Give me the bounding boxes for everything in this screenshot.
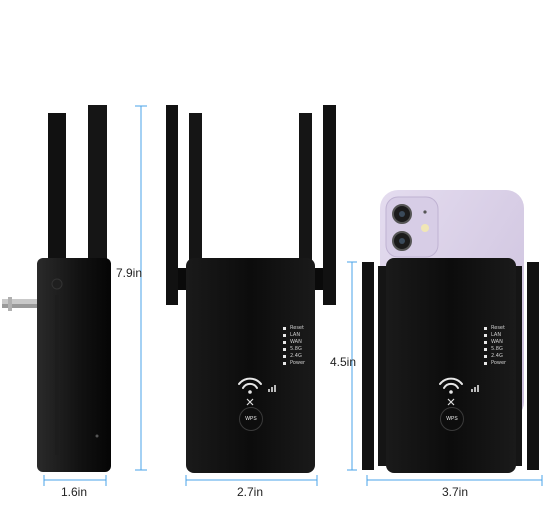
signal-bars-icon [471, 385, 479, 392]
led-label: Reset [491, 325, 505, 331]
front-antenna-1 [166, 105, 178, 305]
side-body [37, 258, 111, 472]
led-label: Power [491, 360, 507, 366]
led-label: 2.4G [290, 353, 302, 359]
led-label: 5.8G [491, 346, 503, 352]
led-item: WAN [484, 339, 506, 346]
compare-antenna-4 [527, 262, 539, 470]
mic-dot [423, 210, 427, 214]
lens-glass [399, 211, 405, 217]
width-dimension-label: 2.7in [237, 485, 264, 499]
led-item: Power [484, 360, 506, 367]
led-label: 5.8G [290, 346, 302, 352]
pair-icon [447, 398, 455, 406]
led-item: LAN [484, 332, 506, 339]
height-dimension-label: 7.9in [116, 266, 143, 280]
led-label: WAN [290, 339, 302, 345]
plug-prong-tip [8, 297, 12, 311]
phone-compare-view [362, 190, 539, 473]
signal-bars-icon [268, 385, 276, 392]
side-button [51, 278, 63, 290]
body-height-dimension-label: 4.5in [330, 355, 357, 369]
compare-body [386, 258, 516, 473]
camera-module [385, 196, 439, 258]
led-item: 5.8G [283, 346, 305, 353]
wps-button: WPS [440, 407, 464, 431]
wifi-icon [238, 377, 262, 394]
led-item: 2.4G [484, 353, 506, 360]
side-view [2, 105, 111, 472]
plug-prong-shadow [2, 304, 38, 308]
wps-button: WPS [239, 407, 263, 431]
compare-antenna-1 [362, 262, 374, 470]
front-view [166, 105, 336, 473]
plug-prong [2, 299, 38, 305]
flash-icon [421, 224, 429, 232]
dimension-lines [43, 105, 543, 486]
led-label: Power [290, 360, 306, 366]
side-groove [55, 295, 59, 455]
led-label: LAN [290, 332, 301, 338]
side-antenna-right [88, 105, 107, 305]
led-item: Reset [484, 325, 506, 332]
pair-icon [246, 398, 254, 406]
led-label: 2.4G [491, 353, 503, 359]
front-body [186, 258, 315, 473]
led-label: WAN [491, 339, 503, 345]
front-antenna-4 [323, 105, 336, 305]
led-label-list: Reset LAN WAN 5.8G 2.4G Power [484, 325, 506, 367]
led-item: 5.8G [484, 346, 506, 353]
led-item: Reset [283, 325, 305, 332]
led-label: LAN [491, 332, 502, 338]
wifi-icon [439, 377, 463, 394]
lens-glass [399, 238, 405, 244]
led-item: Power [283, 360, 305, 367]
led-item: WAN [283, 339, 305, 346]
side-antenna-left [48, 113, 66, 293]
phone-width-dimension-label: 3.7in [442, 485, 469, 499]
depth-dimension-label: 1.6in [61, 485, 88, 499]
side-port-dot [95, 434, 99, 438]
led-label: Reset [290, 325, 304, 331]
led-item: 2.4G [283, 353, 305, 360]
led-item: LAN [283, 332, 305, 339]
front-antenna-2 [189, 113, 202, 283]
front-antenna-3 [299, 113, 312, 283]
led-label-list: Reset LAN WAN 5.8G 2.4G Power [283, 325, 305, 367]
